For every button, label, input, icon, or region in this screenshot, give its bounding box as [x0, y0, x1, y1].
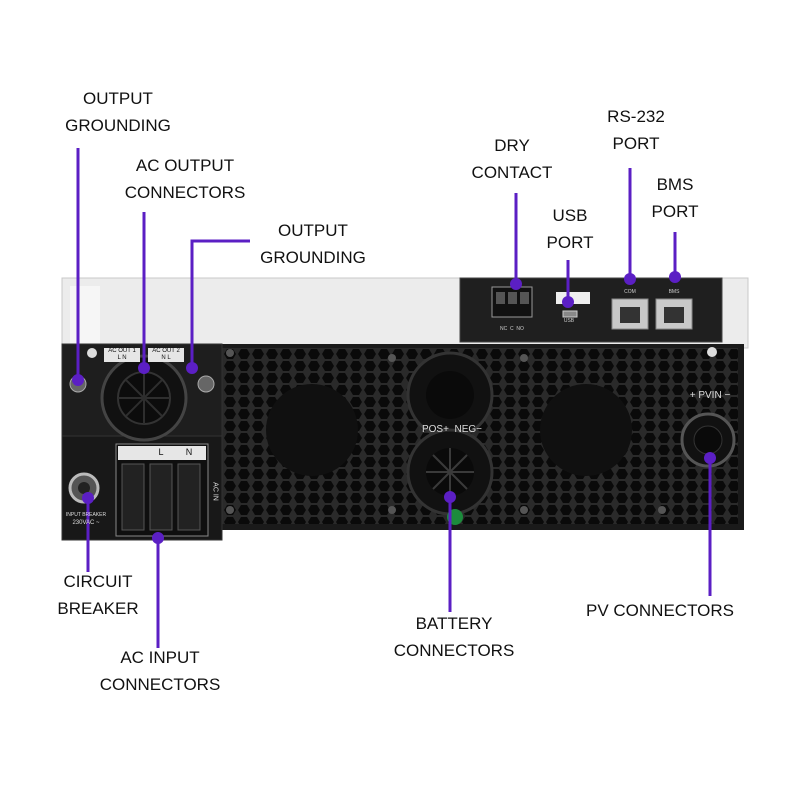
callout-lines — [76, 148, 712, 648]
panel-text-nc-c-no: NC C NO — [500, 326, 524, 332]
panel-text-terminal-n: N — [185, 447, 193, 457]
callout-bms-port: BMS PORT — [651, 175, 699, 221]
panel-text-pv-in: + PVIN − — [689, 390, 731, 401]
callout-rs232-port: RS-232 PORT — [607, 107, 665, 153]
panel-text-bms: BMS — [668, 289, 680, 295]
panel-text-ln-1: L N — [117, 355, 127, 361]
callout-ac-output-connectors: AC OUTPUT CONNECTORS — [124, 156, 246, 202]
ground-bolt-right — [197, 375, 215, 393]
panel-text-usb: USB — [563, 318, 575, 324]
screw — [388, 354, 396, 362]
screw — [226, 349, 234, 357]
fan-left — [266, 384, 358, 476]
callout-output-grounding-left: OUTPUT GROUNDING — [65, 89, 171, 135]
panel-text-ac-out-2: AC OUT 2 — [152, 348, 180, 354]
screw — [388, 506, 396, 514]
screw — [226, 506, 234, 514]
screw — [87, 348, 97, 358]
callout-usb-port: USB PORT — [546, 206, 594, 252]
callout-dry-contact: DRY CONTACT — [471, 136, 553, 182]
panel-text-terminal-l: L — [158, 447, 164, 457]
panel-text-breaker-rating: 230VAC ~ — [72, 520, 100, 526]
screw — [707, 347, 717, 357]
panel-text-ac-out-1: AC OUT 1 — [108, 348, 136, 354]
panel-text-ac-in: AC IN — [211, 482, 219, 501]
panel-text-input-breaker: INPUT BREAKER — [65, 512, 107, 518]
fan-right — [540, 384, 632, 476]
panel-text-ln-2: N L — [161, 355, 171, 361]
panel-text-pos-neg: POS+ NEG− — [421, 424, 483, 435]
bms-jack — [655, 298, 693, 330]
usb-port — [562, 310, 578, 318]
callout-dots — [72, 271, 716, 544]
callout-battery-connectors: BATTERY CONNECTORS — [393, 614, 515, 660]
callout-ac-input-connectors: AC INPUT CONNECTORS — [99, 648, 221, 694]
callout-circuit-breaker: CIRCUIT BREAKER — [57, 572, 139, 618]
screw — [658, 506, 666, 514]
callout-output-grounding-right: OUTPUT GROUNDING — [260, 221, 366, 267]
screw — [520, 354, 528, 362]
panel-text-com: COM — [624, 289, 636, 295]
callout-pv-connectors: PV CONNECTORS — [586, 601, 734, 620]
screw — [520, 506, 528, 514]
